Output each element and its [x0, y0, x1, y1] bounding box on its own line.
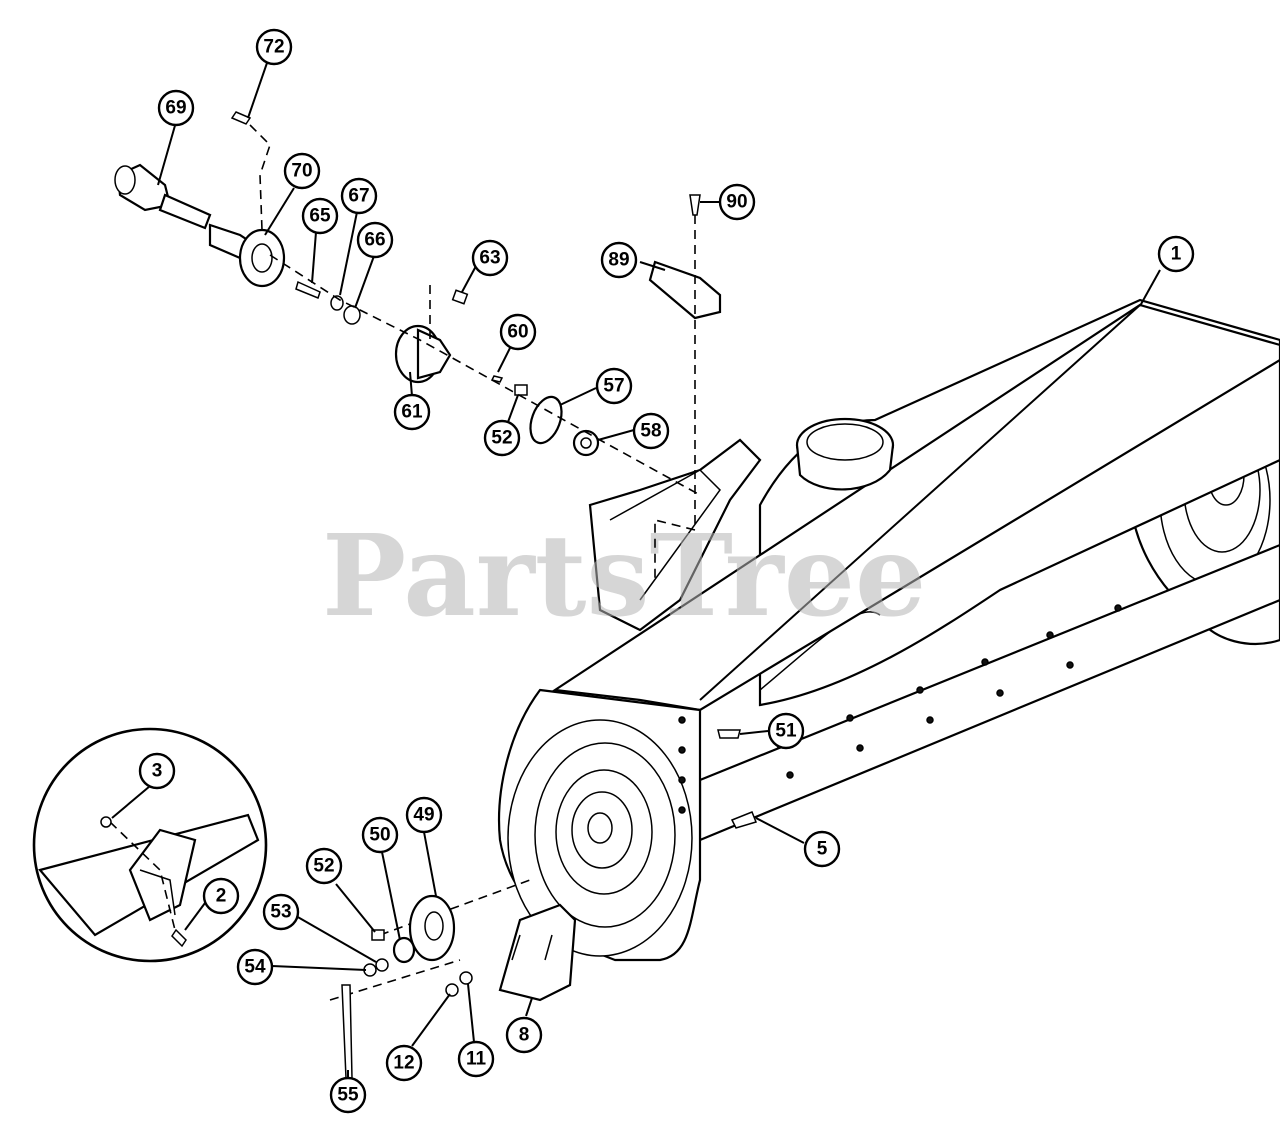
callout-58[interactable]: 58	[632, 412, 670, 450]
callout-55[interactable]: 55	[329, 1076, 367, 1114]
svg-text:3: 3	[152, 761, 163, 782]
callout-5[interactable]: 5	[803, 830, 841, 868]
callout-50[interactable]: 50	[361, 816, 399, 854]
callout-52-upper[interactable]: 52	[483, 419, 521, 457]
svg-text:58: 58	[640, 421, 661, 442]
callout-49[interactable]: 49	[405, 796, 443, 834]
svg-text:52: 52	[313, 856, 334, 877]
callout-65[interactable]: 65	[301, 197, 339, 235]
svg-text:55: 55	[337, 1085, 359, 1106]
svg-text:66: 66	[364, 230, 385, 251]
callout-60[interactable]: 60	[499, 313, 537, 351]
callout-90[interactable]: 90	[718, 183, 756, 221]
svg-text:60: 60	[507, 322, 528, 343]
callout-67[interactable]: 67	[340, 177, 378, 215]
drive-assembly	[114, 111, 758, 829]
lower-parts	[341, 894, 577, 1079]
svg-text:50: 50	[369, 825, 390, 846]
svg-text:54: 54	[244, 957, 266, 978]
callout-89[interactable]: 89	[600, 241, 638, 279]
svg-text:5: 5	[817, 839, 828, 860]
svg-text:63: 63	[479, 248, 500, 269]
callout-54[interactable]: 54	[236, 948, 274, 986]
svg-text:61: 61	[401, 402, 423, 423]
svg-text:67: 67	[348, 186, 369, 207]
callout-53[interactable]: 53	[262, 893, 300, 931]
callout-61[interactable]: 61	[393, 393, 431, 431]
svg-text:49: 49	[413, 805, 434, 826]
svg-text:69: 69	[165, 98, 186, 119]
callout-2[interactable]: 2	[202, 877, 240, 915]
svg-text:1: 1	[1171, 244, 1182, 265]
callout-51[interactable]: 51	[767, 712, 805, 750]
callout-57[interactable]: 57	[595, 367, 633, 405]
leader-lines	[111, 59, 1161, 1078]
callout-72[interactable]: 72	[255, 28, 293, 66]
callout-69[interactable]: 69	[157, 89, 195, 127]
svg-text:2: 2	[216, 886, 227, 907]
assembly-lines	[249, 124, 701, 1001]
callout-52-lower[interactable]: 52	[305, 847, 343, 885]
detail-inset	[32, 727, 268, 963]
svg-text:89: 89	[608, 250, 629, 271]
svg-text:57: 57	[603, 376, 624, 397]
callout-66[interactable]: 66	[356, 221, 394, 259]
svg-text:51: 51	[775, 721, 797, 742]
svg-text:72: 72	[263, 37, 284, 58]
svg-text:53: 53	[270, 902, 291, 923]
svg-text:52: 52	[491, 428, 512, 449]
callout-8[interactable]: 8	[505, 1016, 543, 1054]
callout-11[interactable]: 11	[457, 1040, 495, 1078]
callout-63[interactable]: 63	[471, 239, 509, 277]
svg-text:90: 90	[726, 192, 747, 213]
svg-text:70: 70	[291, 161, 312, 182]
watermark: PartsTree	[322, 511, 926, 642]
svg-text:12: 12	[393, 1053, 414, 1074]
svg-text:8: 8	[519, 1025, 530, 1046]
callout-12[interactable]: 12	[385, 1044, 423, 1082]
svg-text:11: 11	[466, 1049, 487, 1070]
svg-text:65: 65	[309, 206, 331, 227]
callout-70[interactable]: 70	[283, 152, 321, 190]
callout-1[interactable]: 1	[1157, 235, 1195, 273]
callout-3[interactable]: 3	[138, 752, 176, 790]
auger-housing	[497, 298, 1280, 962]
